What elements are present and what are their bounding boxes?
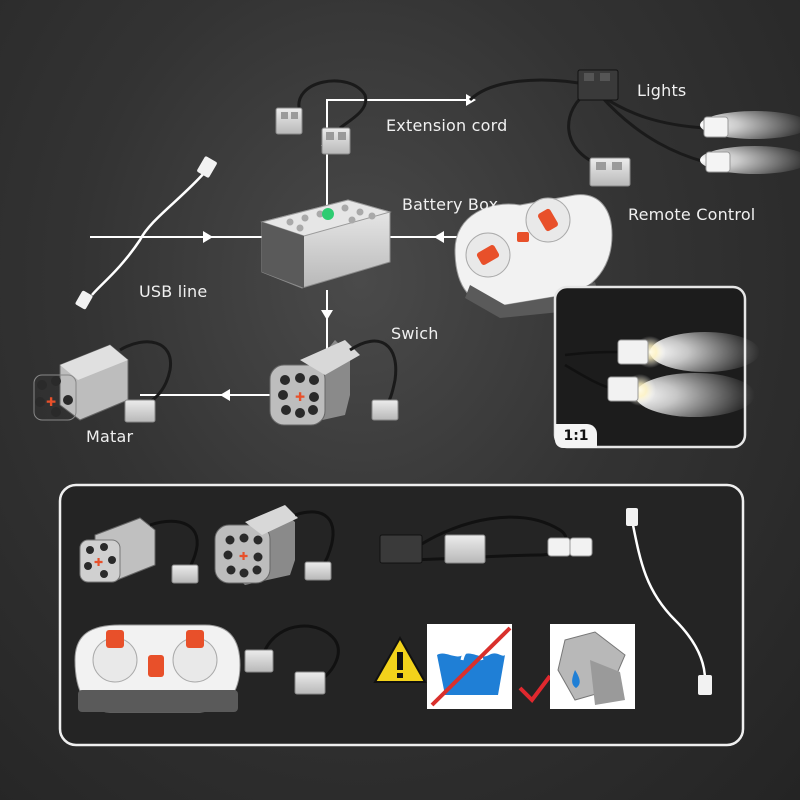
wipe-clean-icon xyxy=(550,624,635,709)
lights-connector xyxy=(577,69,619,101)
label-lights: Lights xyxy=(637,81,687,100)
part-remote xyxy=(74,624,241,713)
arrow-left-motor xyxy=(220,389,230,401)
power-indicator xyxy=(322,208,334,220)
svg-text:✚: ✚ xyxy=(94,556,103,569)
switch-module: ✚ xyxy=(269,339,399,426)
svg-text:✚: ✚ xyxy=(46,395,56,409)
arrow-down xyxy=(321,310,333,320)
arrow-right-usb xyxy=(203,231,213,243)
label-usb-line: USB line xyxy=(139,282,208,301)
light-units xyxy=(700,111,800,174)
battery-box xyxy=(260,199,392,289)
label-extension-cord: Extension cord xyxy=(386,116,508,135)
cables-top xyxy=(297,78,706,167)
part-switch: ✚ xyxy=(214,505,335,585)
scale-badge: 1:1 xyxy=(555,424,597,448)
light-beam-icon xyxy=(635,373,755,417)
remote-plug-top xyxy=(589,157,631,187)
motor-module: ✚ xyxy=(33,340,172,423)
warning-icon xyxy=(373,635,427,683)
arrow-left-remote xyxy=(434,231,444,243)
label-motor: Matar xyxy=(86,427,134,446)
label-remote-control: Remote Control xyxy=(628,205,756,224)
svg-text:✚: ✚ xyxy=(239,550,248,563)
part-extension-cord xyxy=(244,624,340,695)
check-icon xyxy=(518,674,552,704)
part-light-kit xyxy=(379,515,593,564)
part-usb-cable xyxy=(626,508,712,695)
no-wash-icon xyxy=(427,624,512,709)
light-beam-icon xyxy=(650,332,760,372)
label-battery-box: Battery Box xyxy=(402,195,499,214)
extension-plug-right xyxy=(321,127,351,155)
connection-lines xyxy=(90,99,470,396)
inset-lights-closeup xyxy=(553,285,760,449)
extension-plug-left xyxy=(275,107,303,135)
part-motor: ✚ xyxy=(79,517,199,584)
parts-panel: ✚ ✚ xyxy=(58,483,745,747)
label-switch: Swich xyxy=(391,324,439,343)
usb-cable xyxy=(75,156,217,310)
svg-text:✚: ✚ xyxy=(295,390,305,404)
line-extension xyxy=(326,99,470,250)
